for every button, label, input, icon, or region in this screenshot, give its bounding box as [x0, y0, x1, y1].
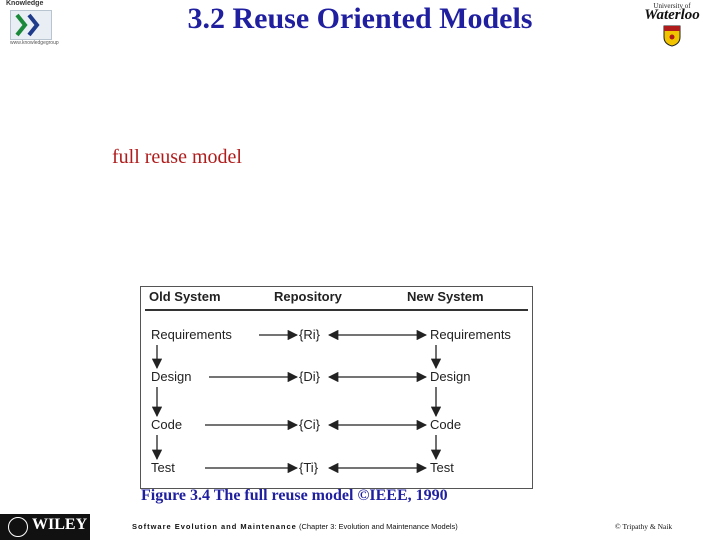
knowledge-logo-mark — [10, 10, 52, 40]
row-3-old-label: Code — [151, 417, 183, 432]
footer-chapter: (Chapter 3: Evolution and Maintenance Mo… — [296, 522, 458, 531]
crest-icon — [663, 25, 681, 47]
header-old-system: Old System — [149, 289, 221, 304]
footer-course: Software Evolution and Maintenance (Chap… — [132, 522, 458, 531]
knowledge-logo-text: Knowledge — [6, 0, 44, 7]
row-3-new-label: Code — [430, 417, 462, 432]
footer-course-title: Software Evolution and Maintenance — [132, 522, 297, 531]
row-1-repo-label: {Ri} — [299, 327, 320, 342]
waterloo-logo-name: Waterloo — [644, 7, 700, 23]
header-separator — [145, 309, 528, 311]
page-title: 3.2 Reuse Oriented Models — [187, 2, 533, 35]
row-4-new-label: Test — [430, 460, 454, 475]
knowledge-logo-url: www.knowledgegroup — [10, 40, 59, 46]
row-1-new-label: Requirements — [430, 327, 511, 342]
header-new-system: New System — [407, 289, 484, 304]
row-2-new-label: Design — [430, 369, 471, 384]
row-1-old-label: Requirements — [151, 327, 232, 342]
arrows-layer — [151, 329, 442, 474]
footer-copyright: © Tripathy & Naik — [615, 522, 673, 531]
waterloo-logo-top: University of — [653, 2, 691, 10]
wiley-emblem-icon — [8, 517, 28, 537]
row-4-repo-label: {Ti} — [299, 460, 319, 475]
header-repository: Repository — [274, 289, 342, 304]
figure-caption: Figure 3.4 The full reuse model ©IEEE, 1… — [141, 487, 448, 504]
knowledge-logo: Knowledge www.knowledgegroup — [6, 0, 59, 46]
waterloo-logo: University of Waterloo — [632, 2, 712, 48]
subtitle: full reuse model — [112, 146, 242, 168]
row-4-old-label: Test — [151, 460, 175, 475]
wiley-logo-text: WILEY — [32, 516, 88, 533]
full-reuse-model-diagram: Old System Repository New System Require… — [140, 286, 533, 489]
row-2-old-label: Design — [151, 369, 192, 384]
wiley-logo: WILEY — [0, 514, 90, 540]
row-3-repo-label: {Ci} — [299, 417, 320, 432]
row-2-repo-label: {Di} — [299, 369, 320, 384]
